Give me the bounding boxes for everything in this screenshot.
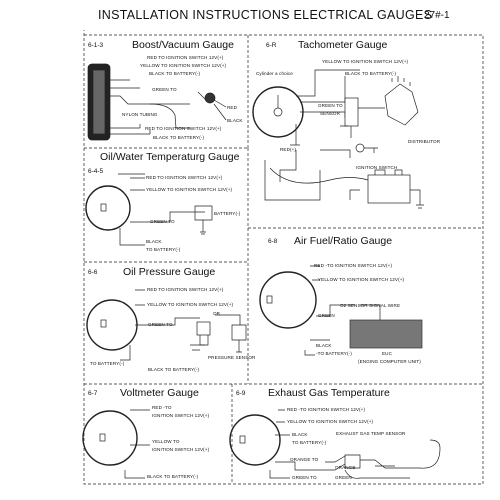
oil-pressure-drawing: [86, 289, 247, 361]
label: Cylinder a choice: [256, 71, 293, 76]
section-title-afr: Air Fuel/Ratio Gauge: [294, 235, 393, 247]
section-code-afr: 6-8: [268, 238, 278, 245]
section-title-oilwater: Oil/Water Temperaturg Gauge: [100, 151, 240, 163]
label: GREEN TO: [148, 322, 173, 327]
label: TO BATTERY(-): [146, 247, 181, 252]
label: NYLON TUBING: [122, 112, 158, 117]
label: YELLOW TO IGNITION SWITCH 12V(+): [146, 187, 233, 192]
voltmeter-drawing: [82, 409, 150, 479]
oil-water-drawing: [85, 173, 213, 246]
section-code-boost: 6-1-3: [88, 42, 104, 49]
label: BLACK TO BATTERY(-): [149, 71, 201, 76]
label: GREEN TO: [150, 219, 175, 224]
label: BATTERY(-): [214, 211, 241, 216]
label: O2 SENSOR SIGNAL WIRE: [340, 303, 401, 308]
section-code-oil: 6-6: [88, 269, 98, 276]
label: BLACK TO BATTERY(-): [153, 135, 205, 140]
label: BLACK: [227, 118, 243, 123]
afr-drawing: [259, 265, 423, 356]
label: BLACK TO BATTERY(-): [148, 367, 200, 372]
egt-drawing: [229, 409, 441, 479]
label: RED TO IGNITION SWITCH 12V(+): [145, 126, 222, 131]
label: ORANGE TO: [290, 457, 319, 462]
label: PRESSURE SENSOR: [208, 355, 256, 360]
label: GREEN TO: [318, 103, 343, 108]
label: IGNITION SWITCH 12V(+): [152, 447, 210, 452]
label: YELLOW TO IGNITION SWITCH 12V(+): [322, 59, 409, 64]
label: TO BATTERY(-): [292, 440, 327, 445]
tachometer-drawing: [252, 69, 424, 209]
label: IGNITION SWITCH: [356, 165, 398, 170]
label: RED(+): [280, 147, 297, 152]
label: BLACK TO BATTERY(-): [345, 71, 397, 76]
label: (ENGING COMPUTER UNIT): [358, 359, 421, 364]
label: YELLOW TO IGNITION SWITCH 12V(+): [147, 302, 234, 307]
label: BLACK: [292, 432, 308, 437]
section-title-boost: Boost/Vacuum Gauge: [132, 39, 234, 51]
label: RED -TO IGNITION SWITCH 12V(+): [314, 263, 393, 268]
label: -TO BATTERY(-): [316, 351, 352, 356]
label: ORANGE: [335, 465, 356, 470]
section-code-tacho: 6-R: [266, 42, 277, 49]
label: RED TO IGNITION SWITCH 12V(+): [147, 55, 224, 60]
section-title-egt: Exhaust Gas Temperature: [268, 387, 390, 399]
label: BLACK TO BATTERY(-): [147, 474, 199, 479]
label: YELLOW TO IGNITION SWITCH 12V(+): [140, 63, 227, 68]
label: EXHAUST GAS TEMP SENSOR: [336, 431, 406, 436]
section-title-tacho: Tachometer Gauge: [298, 39, 388, 51]
label: YELLOW TO IGNITION SWITCH 12V(+): [287, 419, 374, 424]
label: RED: [227, 105, 237, 110]
label: EUC: [382, 351, 392, 356]
section-borders: [83, 30, 484, 485]
section-code-egt: 6-9: [236, 390, 246, 397]
label: YELLOW TO IGNITION SWITCH 12V(+): [318, 277, 405, 282]
section-code-volt: 6-7: [88, 390, 98, 397]
label: SENSOR: [320, 111, 341, 116]
label: BLACK: [146, 239, 162, 244]
label: RED -TO IGNITION SWITCH 12V(+): [287, 407, 366, 412]
page-title: INSTALLATION INSTRUCTIONS ELECTRICAL GAU…: [98, 8, 433, 22]
label: BLACK: [316, 343, 332, 348]
label: RED -TO: [152, 405, 172, 410]
label: GREEN: [335, 475, 352, 480]
label: YELLOW TO: [152, 439, 180, 444]
label: TO BATTERY(-): [90, 361, 125, 366]
label: DISTRIBUTOR: [408, 139, 441, 144]
label: GREEN TO: [152, 87, 177, 92]
label: GREEN TO: [292, 475, 317, 480]
section-title-volt: Voltmeter Gauge: [120, 387, 199, 399]
label: IGNITION SWITCH 12V(+): [152, 413, 210, 418]
label: GREEN: [318, 313, 335, 318]
boost-gauge-drawing: [87, 63, 227, 141]
label: OR: [213, 311, 221, 316]
section-title-oil: Oil Pressure Gauge: [123, 266, 216, 278]
label: RED TO IGNITION SWITCH 12V(+): [146, 175, 223, 180]
label: RED TO IGNITION SWITCH 12V(+): [147, 287, 224, 292]
sheet-code: 27#-1: [424, 10, 450, 21]
section-code-oilwater: 6-4-5: [88, 168, 104, 175]
